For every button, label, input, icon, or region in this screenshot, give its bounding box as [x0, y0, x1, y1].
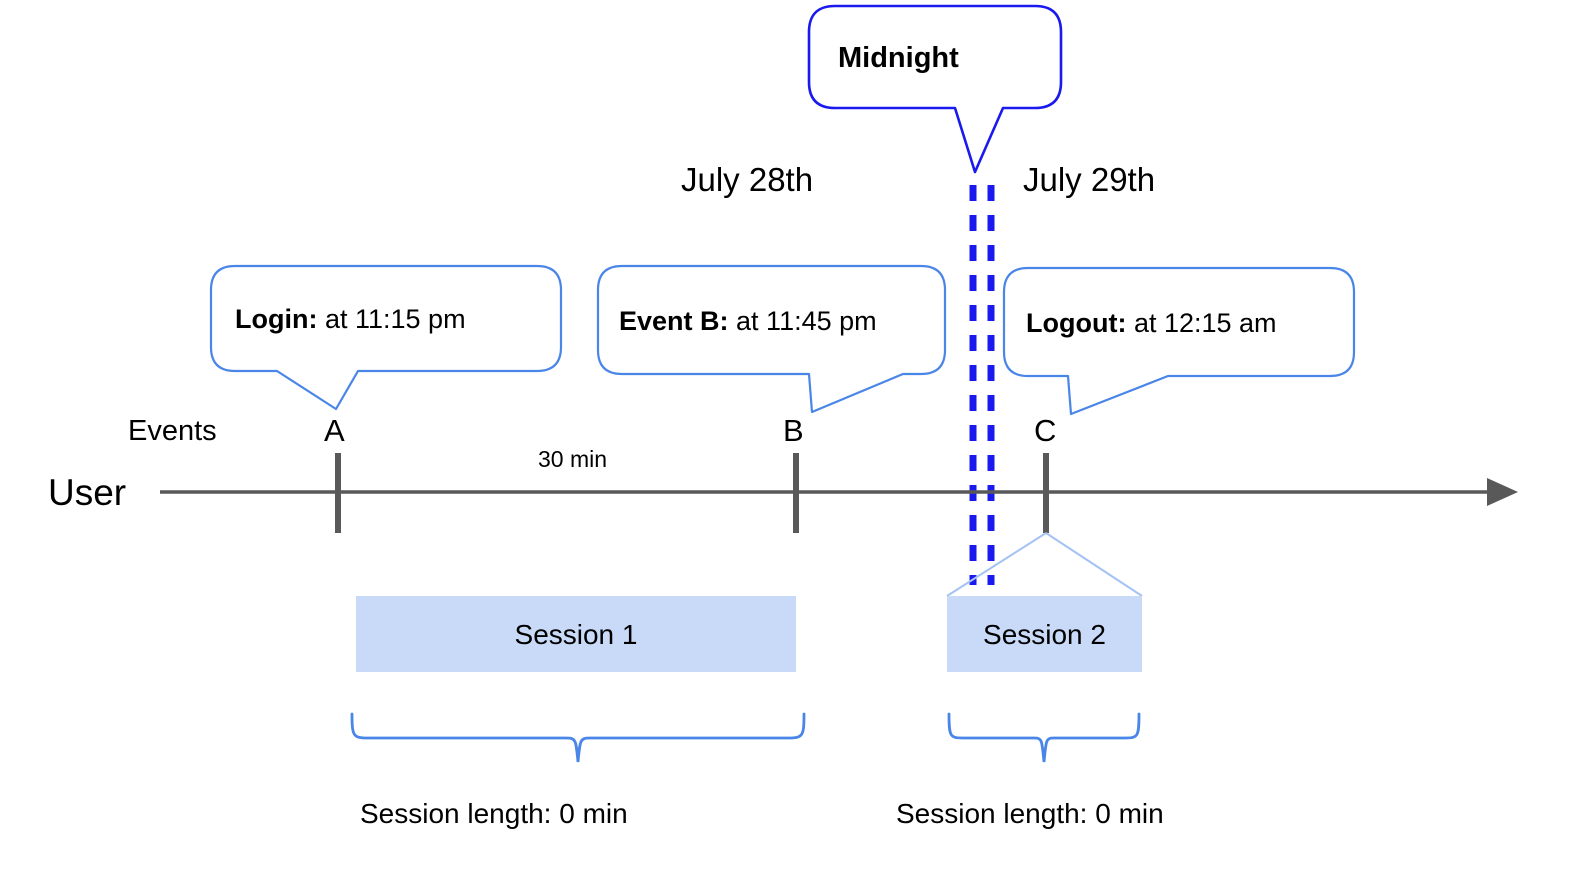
callout-eventb-text: Event B: at 11:45 pm — [619, 308, 877, 335]
callout-logout-text: Logout: at 12:15 am — [1026, 310, 1277, 337]
point-a-label: A — [324, 413, 345, 448]
callout-logout-shape — [1002, 266, 1356, 416]
session-2-brace — [947, 712, 1141, 763]
callout-eventb-rest: at 11:45 pm — [728, 306, 877, 336]
events-row-label: Events — [128, 415, 217, 447]
callout-logout-rest: at 12:15 am — [1126, 308, 1277, 338]
session-2-label: Session 2 — [983, 619, 1106, 650]
callout-login-text: Login: at 11:15 pm — [235, 306, 466, 333]
callout-eventb-bold: Event B: — [619, 306, 729, 336]
midnight-callout-shape — [807, 4, 1063, 174]
callout-logout-bold: Logout: — [1026, 308, 1127, 338]
gap-30-min-label: 30 min — [538, 446, 608, 472]
midnight-label: Midnight — [838, 42, 959, 74]
date-july-29-label: July 29th — [1023, 161, 1156, 198]
user-row-label: User — [48, 472, 127, 513]
session-2-box — [947, 596, 1142, 672]
session-1-length-label: Session length: 0 min — [360, 798, 628, 829]
session-2-length-label: Session length: 0 min — [896, 798, 1164, 829]
callout-login-shape — [209, 264, 563, 411]
midnight-dashed-lines — [969, 185, 995, 585]
session-1-brace — [350, 712, 806, 763]
session-1-box — [356, 596, 796, 672]
point-c-label: C — [1034, 413, 1057, 448]
callout-eventb-shape — [596, 264, 947, 414]
callout-login-rest: at 11:15 pm — [317, 304, 466, 334]
callout-login-bold: Login: — [235, 304, 318, 334]
date-july-28-label: July 28th — [681, 161, 814, 198]
timeline-axis — [160, 478, 1518, 506]
session-1-label: Session 1 — [514, 619, 638, 650]
session-2-connector — [946, 532, 1143, 597]
point-b-label: B — [783, 413, 804, 448]
